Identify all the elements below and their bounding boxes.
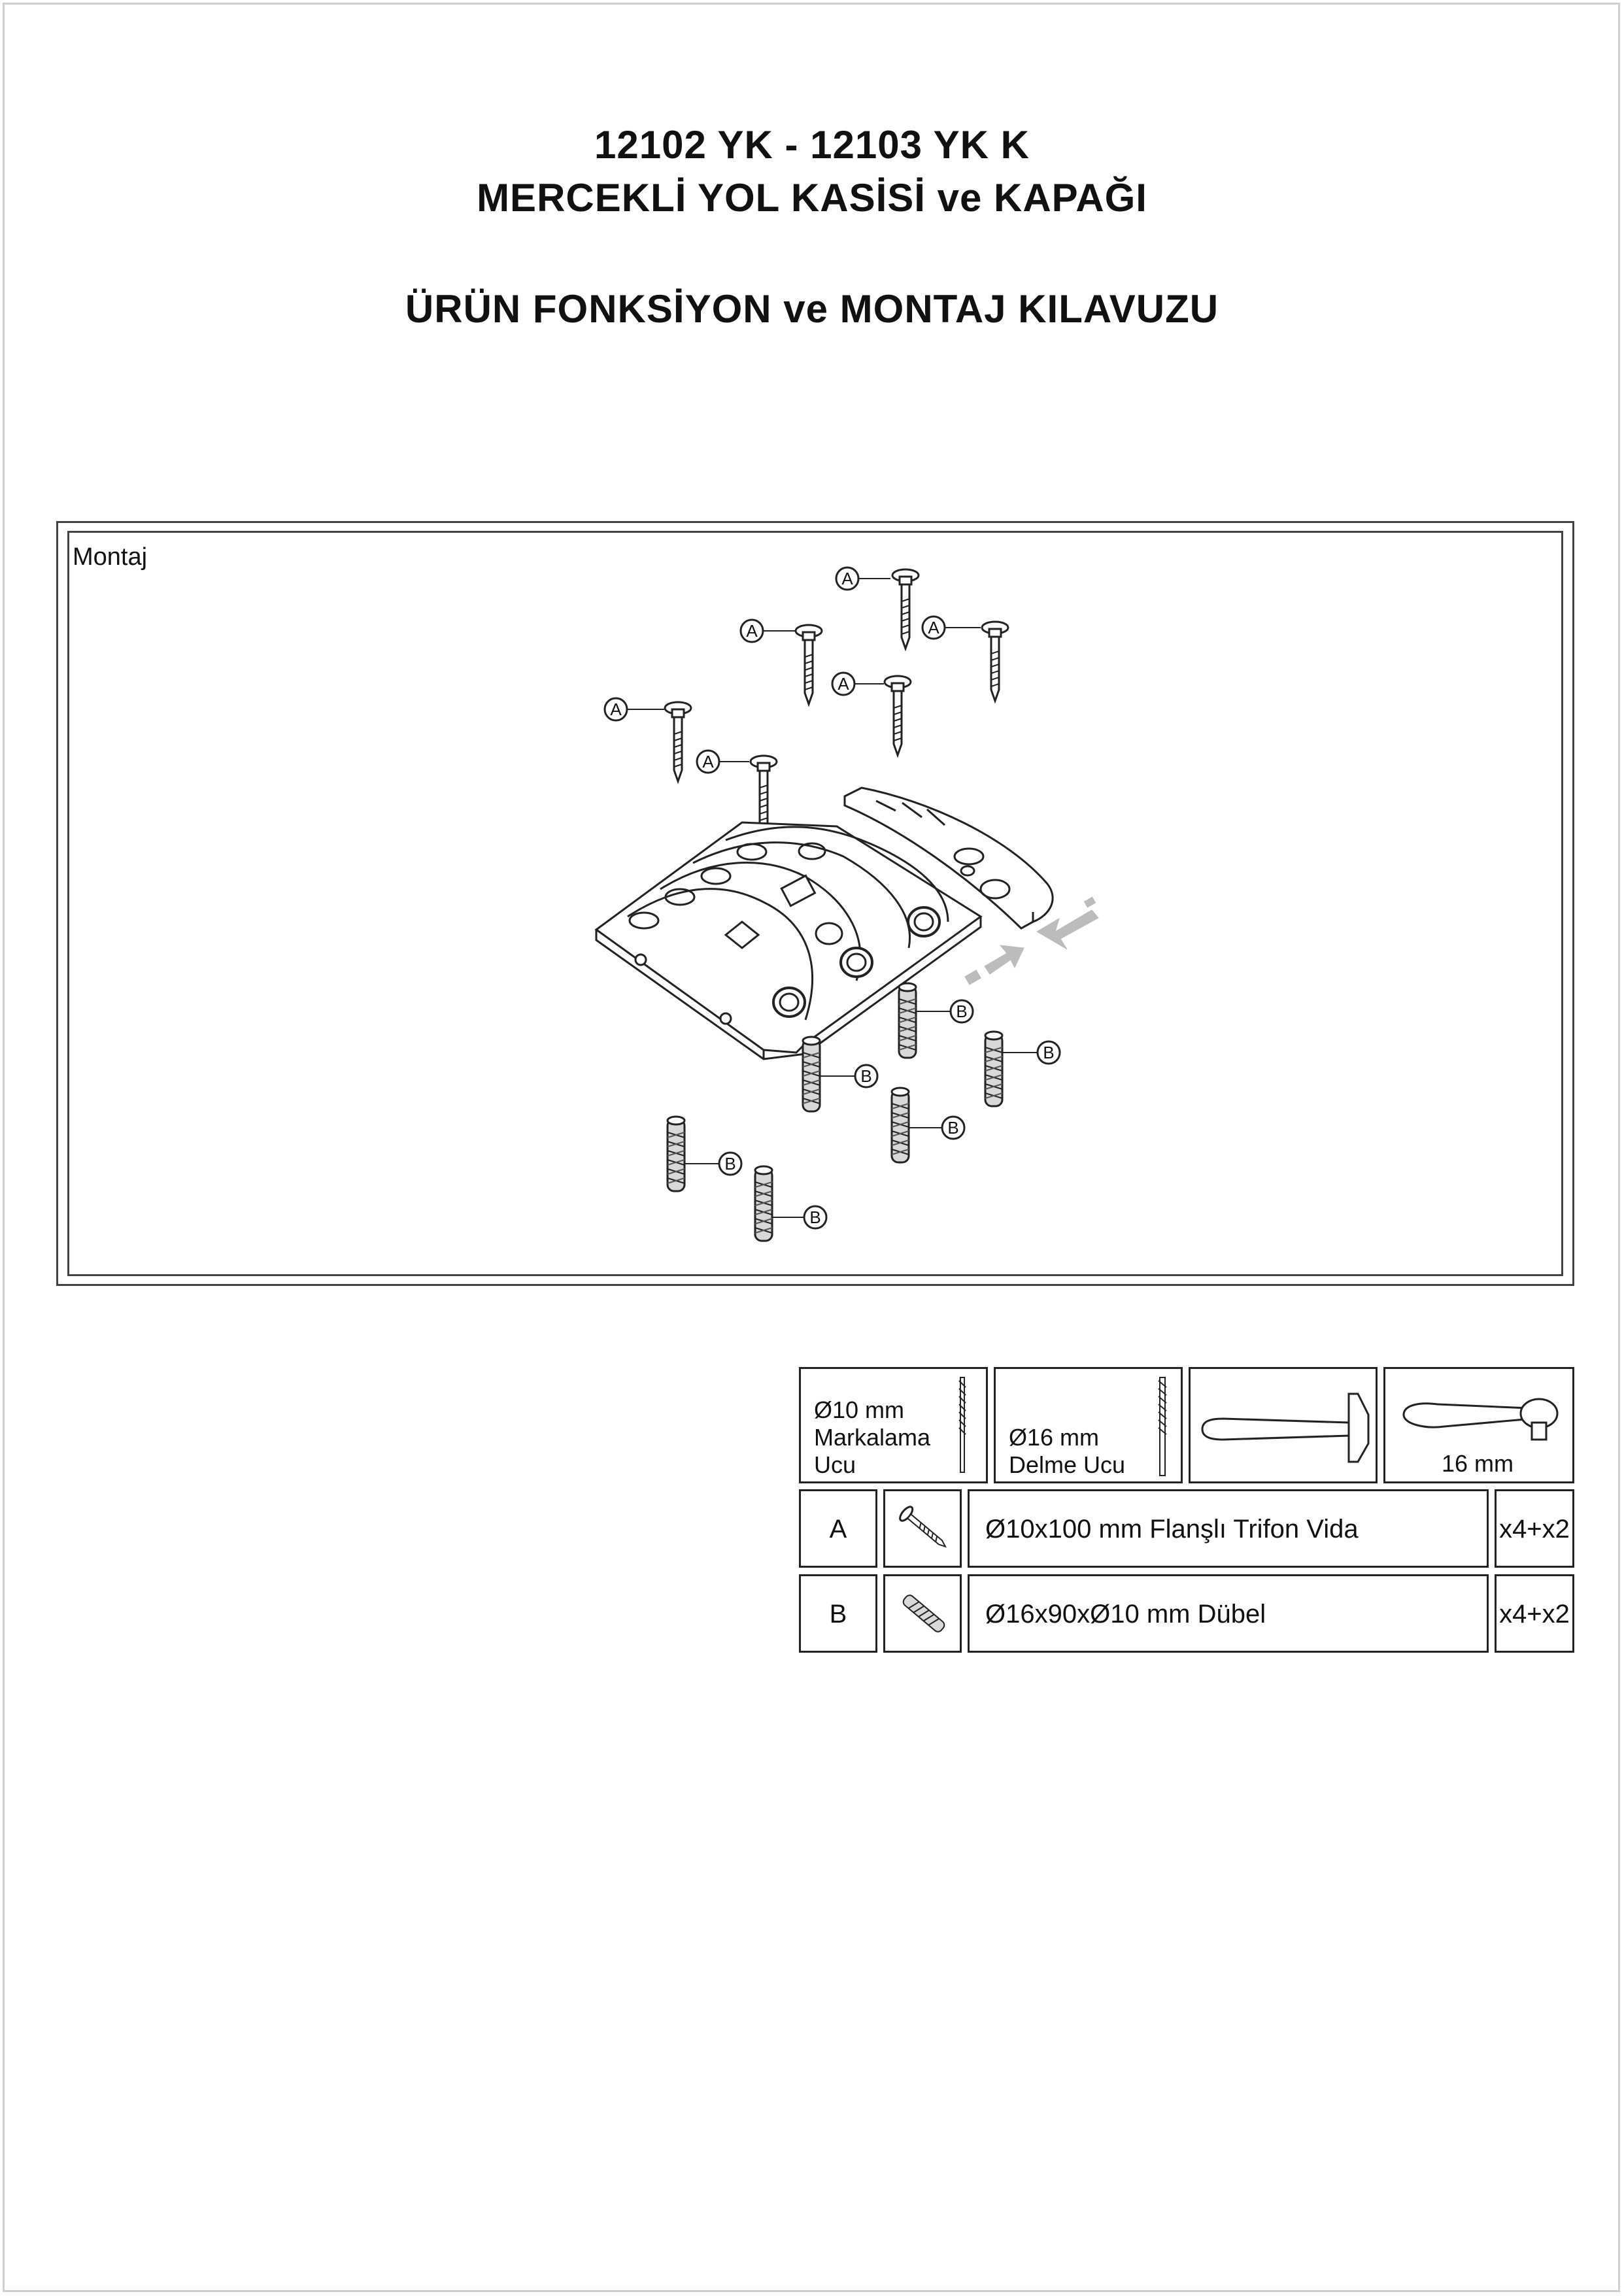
part-a-description: Ø10x100 mm Flanşlı Trifon Vida xyxy=(985,1515,1359,1544)
part-a-code: A xyxy=(829,1515,847,1544)
part-a-code-cell: A xyxy=(799,1489,877,1568)
part-b-code-cell: B xyxy=(799,1574,877,1653)
wrench-cell: 16 mm xyxy=(1383,1367,1574,1483)
assembly-panel-inner xyxy=(67,531,1563,1276)
part-b-qty-cell: x4+x2 xyxy=(1495,1574,1574,1653)
part-b-icon-cell xyxy=(883,1574,962,1653)
ratchet-wrench-icon xyxy=(1402,1398,1559,1441)
product-code-title: 12102 YK - 12103 YK K xyxy=(594,123,1030,167)
screw-icon xyxy=(899,1506,947,1548)
part-b-description: Ø16x90xØ10 mm Dübel xyxy=(985,1600,1266,1629)
page-frame xyxy=(3,3,1620,2292)
anchor-icon xyxy=(902,1595,945,1632)
marking-bit-name: Markalama xyxy=(814,1424,931,1451)
part-b-code: B xyxy=(829,1600,847,1629)
drill-bit-icon xyxy=(1158,1377,1167,1476)
hammer-cell xyxy=(1189,1367,1378,1483)
marking-bit-name-2: Ucu xyxy=(814,1451,856,1478)
hammer-icon xyxy=(1201,1393,1370,1463)
assembly-label: Montaj xyxy=(73,543,148,571)
marking-bit-size: Ø10 mm xyxy=(814,1396,905,1423)
marking-bit-cell: Ø10 mm Markalama Ucu xyxy=(799,1367,988,1483)
drill-bit-name: Delme Ucu xyxy=(1009,1451,1126,1478)
part-b-qty: x4+x2 xyxy=(1499,1600,1570,1629)
product-name-title: MERCEKLİ YOL KASİSİ ve KAPAĞI xyxy=(477,176,1147,220)
part-a-qty-cell: x4+x2 xyxy=(1495,1489,1574,1568)
part-b-description-cell: Ø16x90xØ10 mm Dübel xyxy=(968,1574,1489,1653)
marking-bit-icon xyxy=(958,1377,966,1473)
part-a-qty: x4+x2 xyxy=(1499,1515,1570,1544)
part-a-description-cell: Ø10x100 mm Flanşlı Trifon Vida xyxy=(968,1489,1489,1568)
drill-bit-cell: Ø16 mm Delme Ucu xyxy=(994,1367,1183,1483)
guide-title: ÜRÜN FONKSİYON ve MONTAJ KILAVUZU xyxy=(405,287,1219,331)
drill-bit-size: Ø16 mm xyxy=(1009,1424,1100,1451)
part-a-icon-cell xyxy=(883,1489,962,1568)
wrench-size: 16 mm xyxy=(1442,1450,1514,1477)
assembly-panel xyxy=(56,521,1574,1286)
